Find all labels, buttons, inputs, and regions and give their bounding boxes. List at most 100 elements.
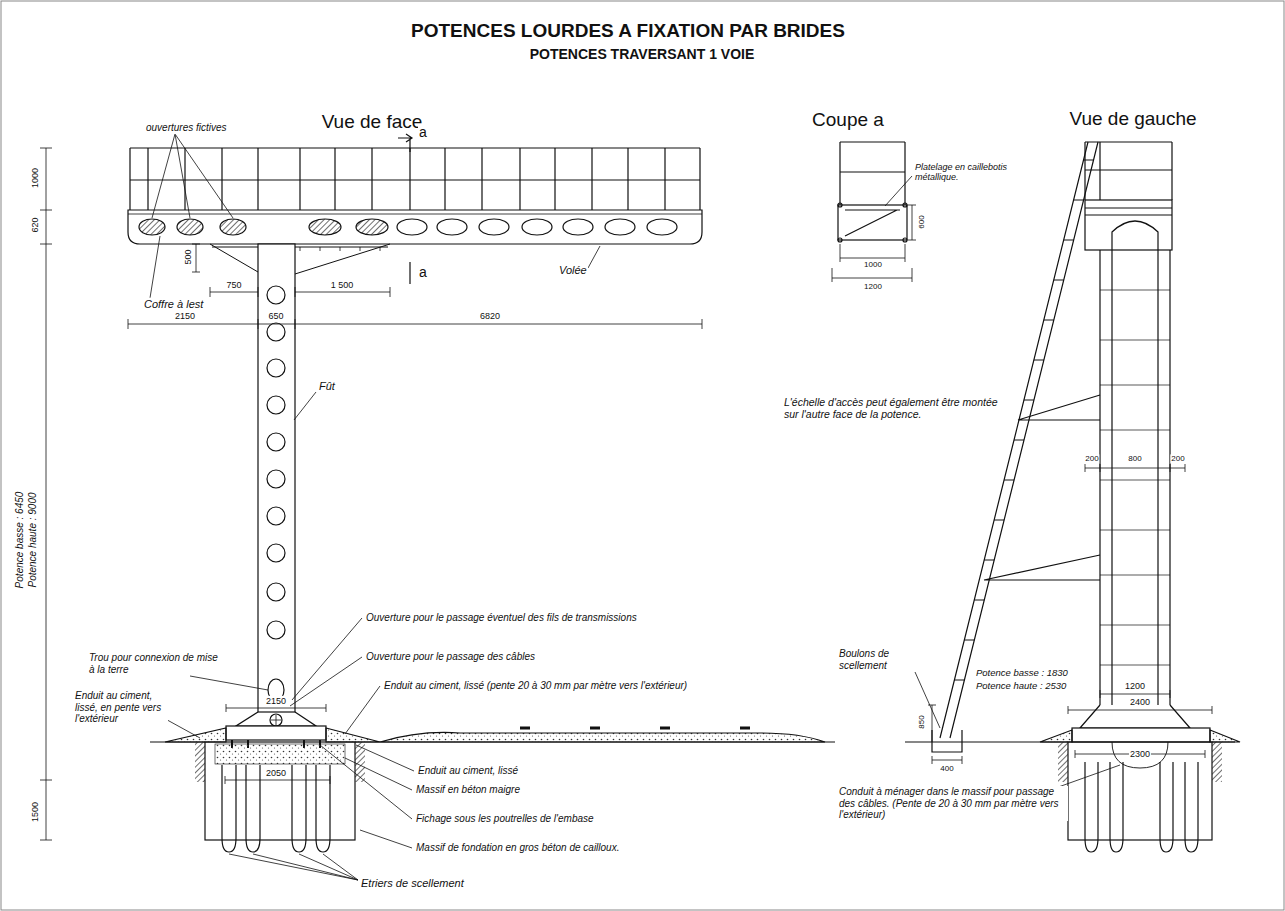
section-a xyxy=(840,142,905,205)
annotation-text: POTENCES TRAVERSANT 1 VOIE xyxy=(529,46,756,62)
volee-beam xyxy=(177,219,203,235)
fut-column xyxy=(267,359,285,377)
dimension-value: 620 xyxy=(30,216,40,233)
leader-lines xyxy=(150,134,600,880)
platform-head xyxy=(1085,200,1172,250)
leader-lines xyxy=(588,246,600,268)
base-plate xyxy=(271,715,281,725)
dimension-lines xyxy=(1085,464,1185,472)
annotation-text: Enduit au ciment, lissé (pente 20 à 30 m… xyxy=(383,680,688,692)
section-a xyxy=(903,203,907,207)
bracket xyxy=(300,247,380,251)
section-mark xyxy=(398,134,412,284)
dimension-lines xyxy=(932,756,962,764)
dimension-lines xyxy=(1068,706,1212,714)
leader-line xyxy=(885,176,912,206)
railing xyxy=(1085,142,1172,200)
annotation-text: Coupe a xyxy=(811,109,885,131)
ground-foundation xyxy=(1110,762,1123,852)
ladder xyxy=(940,142,1098,738)
foundation xyxy=(195,742,205,782)
volee-beam xyxy=(563,219,593,235)
platform-head xyxy=(1085,200,1172,250)
leader-lines xyxy=(915,672,1120,790)
volee-beam xyxy=(128,210,702,244)
dimension-value: 2150 xyxy=(265,696,287,706)
dimension-value: 2150 xyxy=(174,311,196,321)
annotation-text: a xyxy=(418,264,428,280)
front-view xyxy=(40,134,835,880)
annotation-text: Potence haute : 2530 xyxy=(975,681,1067,692)
annotation-text: Boulons de scellement xyxy=(838,648,920,671)
volee-beam xyxy=(356,219,388,235)
dimension-value: 1200 xyxy=(863,282,883,291)
dimension-value: 600 xyxy=(917,214,926,229)
annotation-text: Volée xyxy=(558,264,588,277)
leader-lines xyxy=(150,236,160,298)
annotation-text: Coffre à lest xyxy=(143,298,204,311)
side-view xyxy=(905,142,1240,852)
annotation-text: Potence basse : 6450 xyxy=(14,491,26,590)
foundation xyxy=(205,742,355,840)
volee-beam xyxy=(647,219,677,235)
annotation-text: Ouverture pour le passage éventuel des f… xyxy=(365,612,638,624)
annotation-text: Platelage en caillebotis métallique. xyxy=(914,162,1036,183)
ground-foundation xyxy=(1160,762,1173,852)
fut-column xyxy=(267,621,285,639)
ground-foundation xyxy=(1185,762,1198,852)
annotation-text: Potence basse : 1830 xyxy=(975,668,1069,679)
annotation-text: Enduit au ciment, lissé xyxy=(417,765,519,777)
annotation-text: Massif de fondation en gros béton de cai… xyxy=(415,842,620,854)
fut-column xyxy=(1100,250,1170,705)
leader-lines xyxy=(320,745,412,819)
foundation xyxy=(292,765,306,852)
fut-column xyxy=(267,507,285,525)
base-plate xyxy=(226,726,326,740)
dimension-value: 1000 xyxy=(30,167,40,189)
dimension-value: 2400 xyxy=(1129,697,1151,707)
annotation-text: Trou pour connexion de mise à la terre xyxy=(88,652,220,675)
section-a xyxy=(838,205,907,240)
fut-column xyxy=(267,470,285,488)
foundation xyxy=(316,765,330,852)
section-mark xyxy=(409,262,410,284)
fut-column xyxy=(1100,290,1170,665)
ground-track xyxy=(380,732,825,742)
section-a xyxy=(845,210,900,236)
dimension-value: 6820 xyxy=(479,311,501,321)
base-plate xyxy=(236,712,316,726)
dimension-lines xyxy=(908,205,916,240)
annotation-text: Ouverture pour le passage des câbles xyxy=(365,651,536,663)
volee-beam xyxy=(309,219,341,235)
fut-column xyxy=(267,433,285,451)
volee-beam xyxy=(397,219,427,235)
dimension-lines xyxy=(832,205,916,282)
dimension-lines xyxy=(128,319,702,329)
volee-beam xyxy=(522,219,552,235)
section-a xyxy=(838,203,842,207)
dimension-value: 1500 xyxy=(30,801,40,823)
annotation-text: Fichage sous les poutrelles de l'embase xyxy=(415,813,595,825)
leader-lines xyxy=(229,854,358,880)
mortar-slope xyxy=(165,728,226,742)
dimension-value: 400 xyxy=(939,764,954,773)
ladder xyxy=(984,395,1100,580)
volee-beam xyxy=(437,219,467,235)
fut-column xyxy=(1080,705,1190,728)
annotation-text: Vue de face xyxy=(321,111,424,133)
ground-track xyxy=(150,728,835,742)
dimension-value: 2300 xyxy=(1129,749,1151,759)
dimension-value: 1200 xyxy=(1124,681,1146,691)
title: POTENCES LOURDES A FIXATION PAR BRIDES xyxy=(410,20,846,42)
section-a xyxy=(903,238,907,242)
dimension-lines xyxy=(928,464,1212,764)
fut-column xyxy=(258,244,295,712)
bracket xyxy=(210,244,390,274)
fut-column xyxy=(258,244,295,712)
ground-foundation xyxy=(1040,730,1072,742)
ground-foundation xyxy=(1058,742,1068,782)
fut-column xyxy=(1072,250,1210,742)
mortar-slope xyxy=(326,728,380,742)
ground-foundation xyxy=(1068,742,1212,840)
foundation xyxy=(246,765,260,852)
